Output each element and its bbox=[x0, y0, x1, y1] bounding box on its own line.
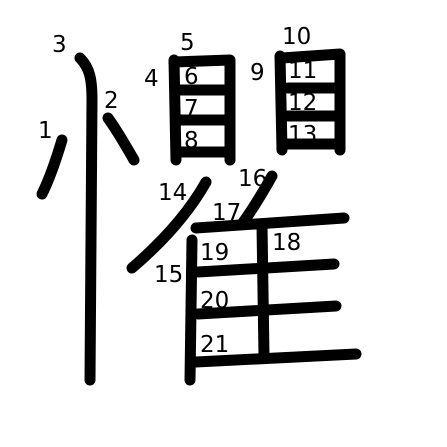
stroke-number-4: 4 bbox=[144, 66, 159, 92]
stroke-number-13: 13 bbox=[288, 122, 318, 148]
stroke-number-18: 18 bbox=[272, 230, 302, 256]
stroke-number-7: 7 bbox=[184, 96, 199, 122]
stroke-number-21: 21 bbox=[200, 332, 230, 358]
stroke-20 bbox=[192, 300, 342, 320]
stroke-15 bbox=[184, 234, 198, 386]
stroke-number-16: 16 bbox=[238, 166, 268, 192]
stroke-3 bbox=[74, 52, 98, 386]
stroke-number-12: 12 bbox=[288, 90, 318, 116]
stroke-number-19: 19 bbox=[200, 240, 230, 266]
stroke-17 bbox=[190, 212, 350, 234]
stroke-number-11: 11 bbox=[288, 58, 318, 84]
stroke-number-5: 5 bbox=[180, 30, 195, 56]
stroke-number-17: 17 bbox=[212, 200, 242, 226]
stroke-19 bbox=[192, 258, 340, 278]
stroke-number-2: 2 bbox=[104, 88, 119, 114]
stroke-number-8: 8 bbox=[184, 128, 199, 154]
stroke-number-6: 6 bbox=[184, 64, 199, 90]
stroke-number-20: 20 bbox=[200, 288, 230, 314]
stroke-18 bbox=[256, 220, 270, 362]
stroke-number-3: 3 bbox=[52, 32, 67, 58]
stroke-number-1: 1 bbox=[38, 118, 53, 144]
stroke-number-15: 15 bbox=[154, 262, 184, 288]
stroke-number-9: 9 bbox=[250, 60, 265, 86]
stroke-10 bbox=[276, 48, 346, 156]
stroke-4 bbox=[168, 54, 182, 166]
stroke-21 bbox=[190, 348, 362, 368]
stroke-2 bbox=[102, 112, 140, 166]
stroke-5 bbox=[168, 54, 236, 166]
stroke-number-10: 10 bbox=[282, 24, 312, 50]
stroke-1 bbox=[36, 134, 68, 200]
stroke-14 bbox=[126, 176, 212, 274]
stroke-9 bbox=[274, 50, 288, 156]
stroke-number-14: 14 bbox=[158, 180, 188, 206]
